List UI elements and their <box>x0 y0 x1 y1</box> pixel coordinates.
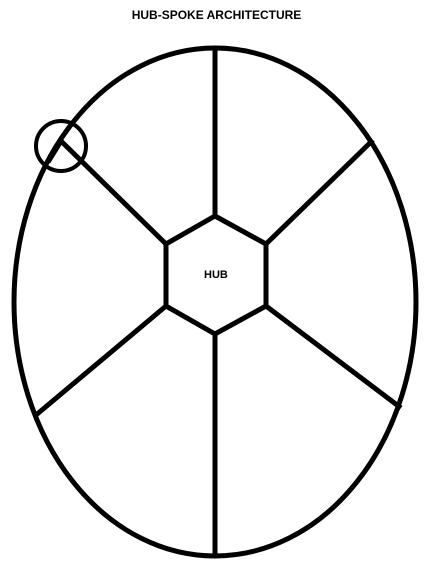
spoke-bottom-right <box>264 304 403 410</box>
spoke-bottom-left <box>34 304 168 417</box>
diagram-title: HUB-SPOKE ARCHITECTURE <box>131 8 302 22</box>
hub-label: HUB <box>204 269 228 281</box>
marker-circle <box>34 119 88 173</box>
spoke-top-right <box>264 138 375 246</box>
spoke-top-left-extension <box>45 139 64 164</box>
spoke-top-left <box>59 139 168 246</box>
